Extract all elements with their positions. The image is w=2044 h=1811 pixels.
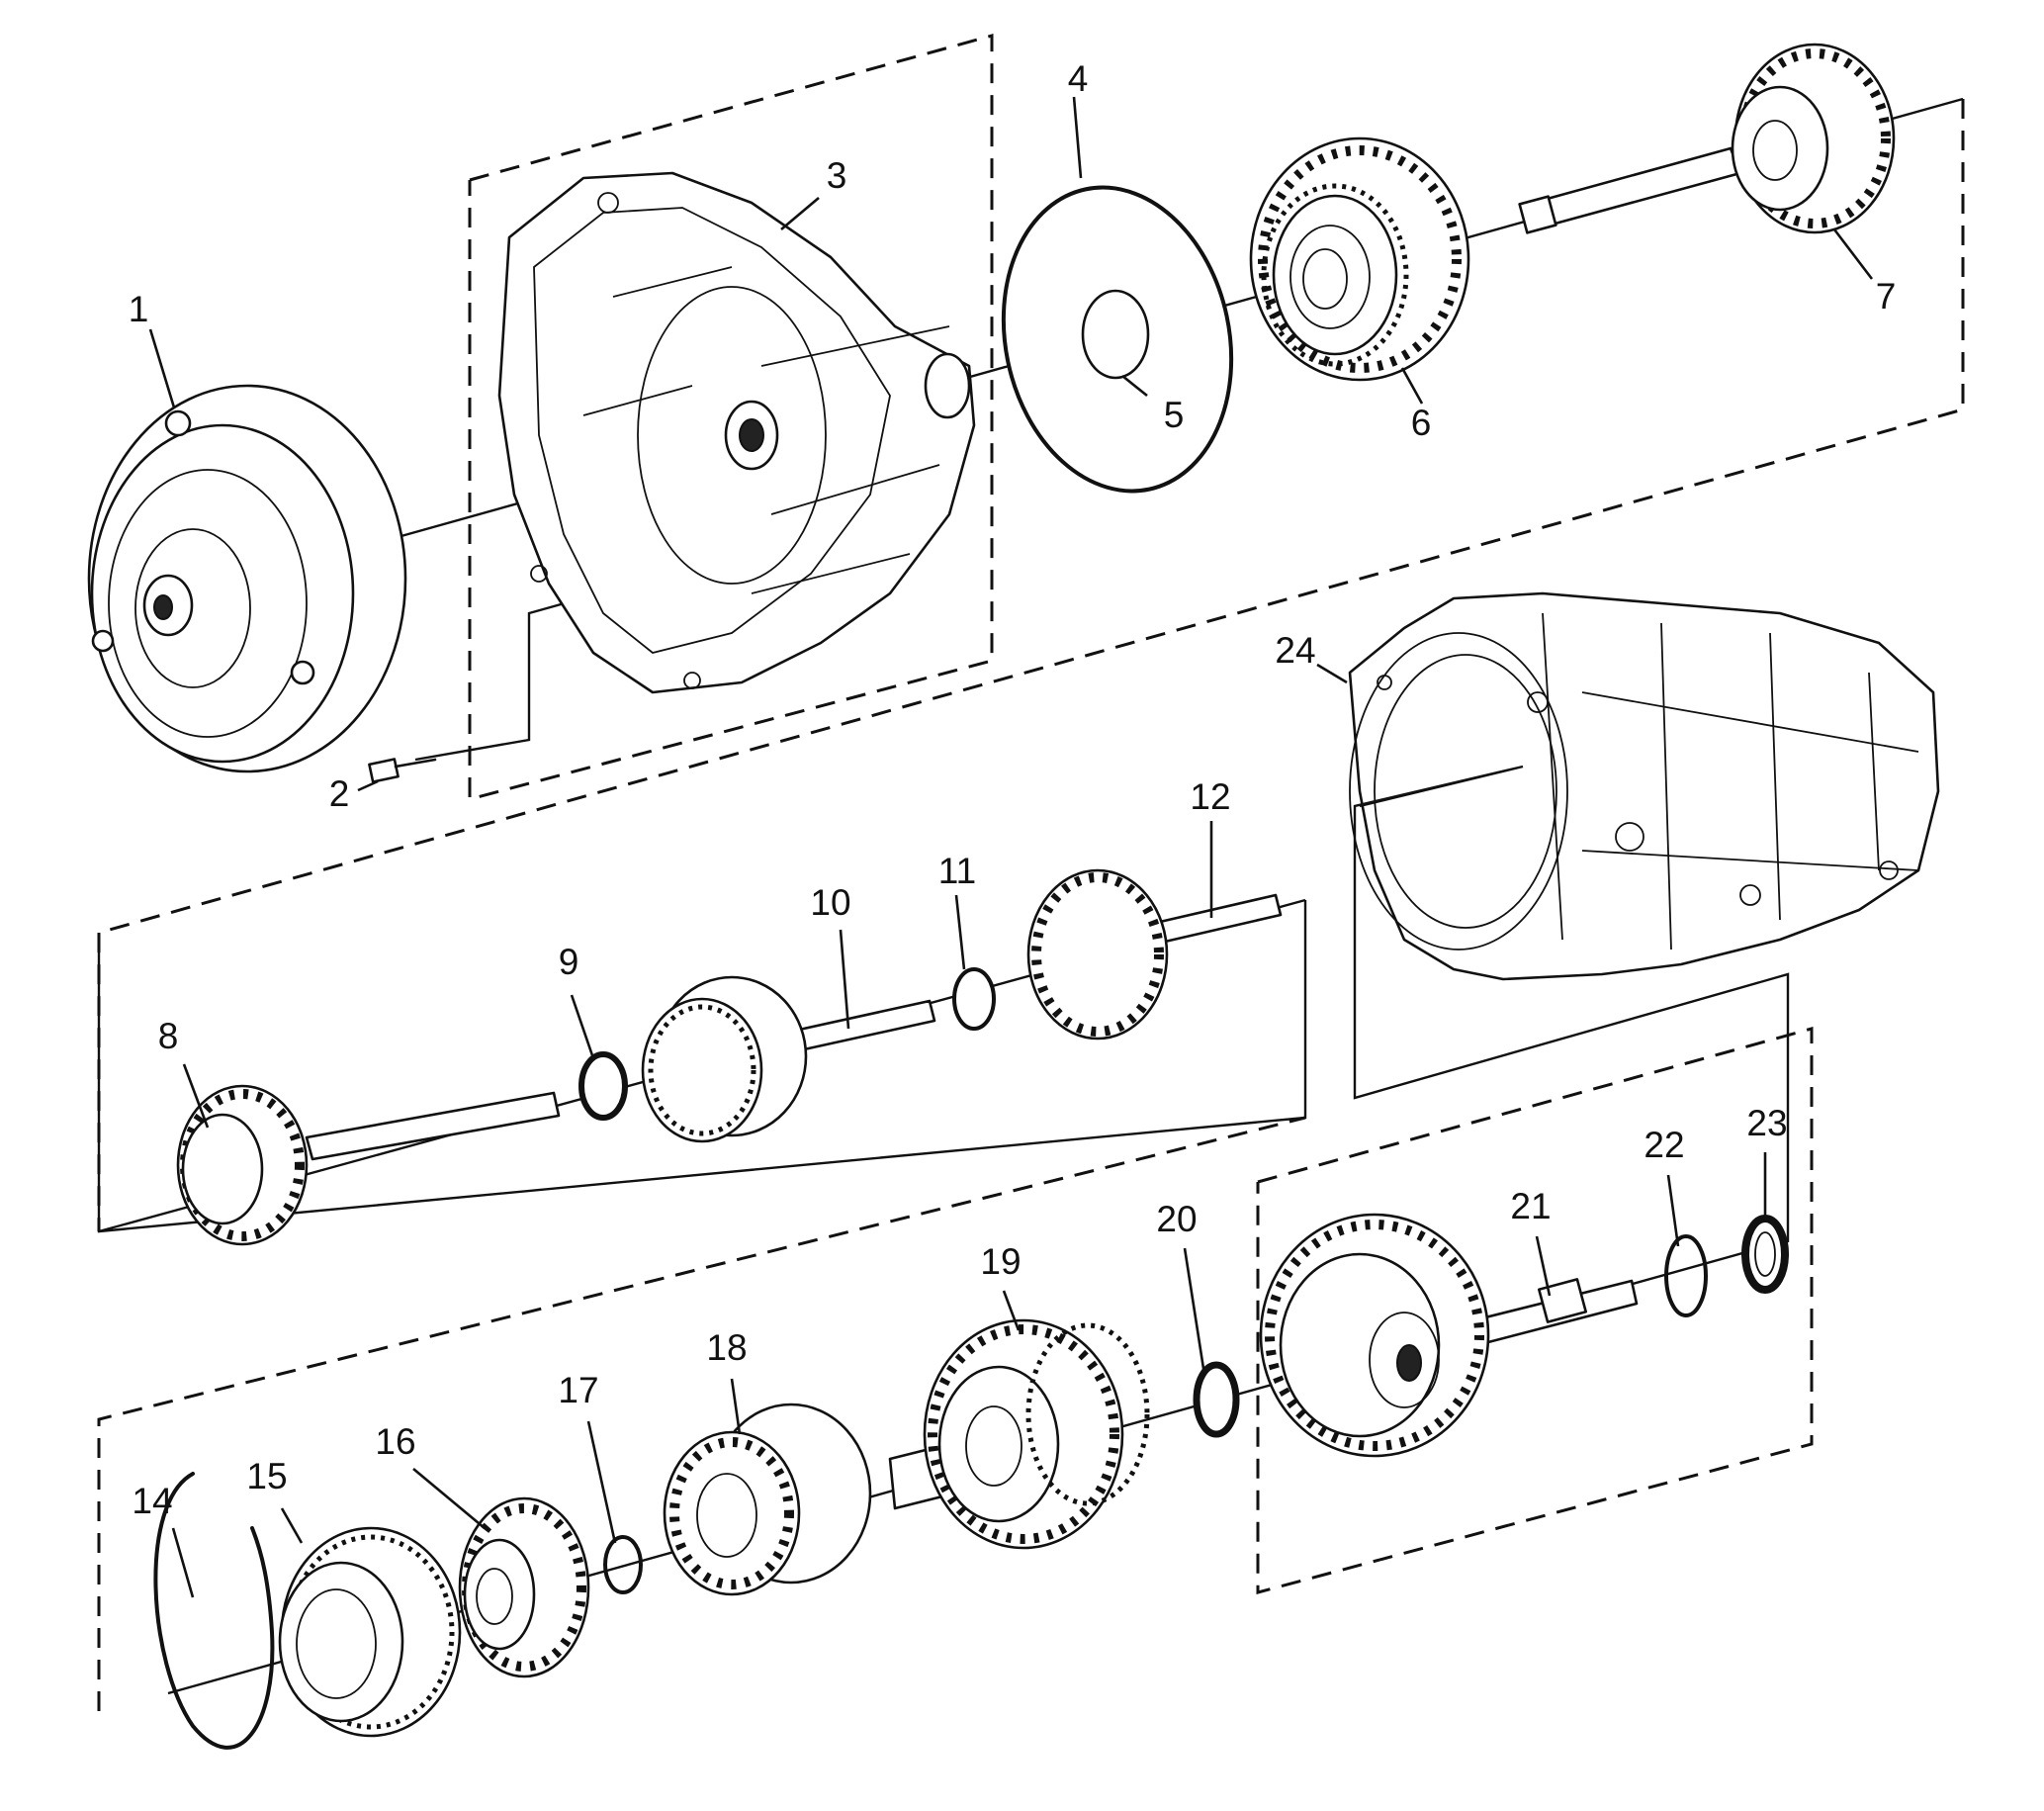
callout-11: 11 xyxy=(938,851,976,891)
planetary-gear-set-19 xyxy=(888,1318,1150,1550)
callout-16: 16 xyxy=(375,1421,415,1462)
gear-16 xyxy=(458,1496,590,1678)
hub-group-dashed-box xyxy=(1256,1027,1814,1594)
row1-connector-dashed xyxy=(97,99,1965,1231)
callout-21: 21 xyxy=(1510,1186,1551,1226)
callout-numbers: 1 2 3 4 5 6 7 8 9 10 11 12 14 15 16 17 1… xyxy=(129,58,1897,1521)
ring-17 xyxy=(603,1535,643,1594)
bolt xyxy=(368,758,437,783)
callout-24: 24 xyxy=(1275,630,1315,671)
row-1-assembly xyxy=(87,34,1965,1250)
washer-20 xyxy=(1193,1361,1240,1438)
clutch-drum-6 xyxy=(1249,136,1470,382)
callout-10: 10 xyxy=(810,882,850,923)
callout-2: 2 xyxy=(329,773,350,814)
callout-8: 8 xyxy=(158,1016,179,1056)
callout-15: 15 xyxy=(246,1456,287,1496)
callout-23: 23 xyxy=(1746,1103,1787,1143)
case-connector xyxy=(1353,765,1790,1250)
torque-converter xyxy=(87,384,407,773)
bell-housing xyxy=(497,171,976,694)
seal-23 xyxy=(1741,1215,1789,1294)
gear-shaft-12 xyxy=(1026,868,1283,1041)
callout-4: 4 xyxy=(1068,58,1089,99)
row2-frame xyxy=(97,900,1307,1233)
transmission-case xyxy=(1348,591,1940,981)
input-shaft-drum-7 xyxy=(1518,43,1896,234)
gear-shaft-8 xyxy=(176,1084,561,1246)
ring-22 xyxy=(1664,1234,1708,1317)
thrust-washer-5 xyxy=(1081,289,1150,380)
callout-14: 14 xyxy=(132,1481,172,1521)
housing-group-dashed-box xyxy=(468,34,994,801)
callout-19: 19 xyxy=(980,1241,1021,1282)
callout-7: 7 xyxy=(1876,276,1897,317)
washer-11 xyxy=(952,967,996,1031)
clutch-housing-15 xyxy=(278,1526,462,1738)
output-hub-21 xyxy=(1259,1213,1639,1458)
callout-12: 12 xyxy=(1190,776,1230,817)
snap-ring xyxy=(153,1472,275,1750)
row-3-assembly xyxy=(97,1027,1814,1750)
callout-9: 9 xyxy=(559,942,579,982)
drum-shaft-10 xyxy=(641,975,936,1143)
leader-lines xyxy=(148,96,1874,1598)
callout-5: 5 xyxy=(1164,395,1185,435)
callout-1: 1 xyxy=(129,289,149,329)
row-2-assembly xyxy=(97,868,1307,1246)
callout-6: 6 xyxy=(1411,403,1432,443)
callout-18: 18 xyxy=(706,1327,747,1368)
row3-frame xyxy=(97,1116,1306,1711)
callout-17: 17 xyxy=(558,1370,598,1410)
callout-3: 3 xyxy=(827,155,847,196)
callout-22: 22 xyxy=(1644,1125,1684,1165)
callout-20: 20 xyxy=(1156,1199,1197,1239)
clutch-drum-18 xyxy=(663,1403,872,1596)
seal-ring-9 xyxy=(578,1051,628,1121)
